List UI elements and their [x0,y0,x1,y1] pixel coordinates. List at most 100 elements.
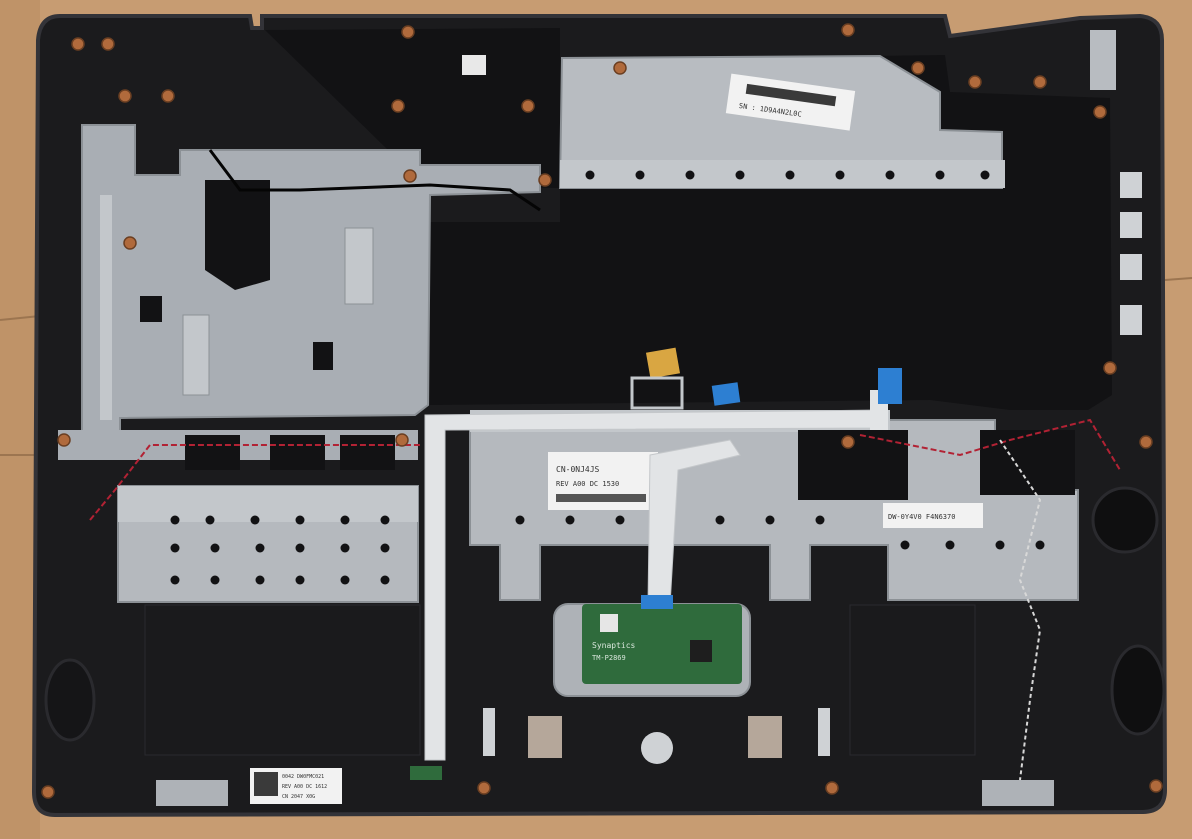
yellow-tape [645,347,681,379]
screw [841,435,855,449]
plate-hole [615,515,625,525]
screw [161,89,175,103]
plate-hole [515,515,525,525]
bottom-tab-right [982,780,1054,806]
screw [613,61,627,75]
screw [123,236,137,250]
plate-hole [735,170,745,180]
blue-connector-1 [711,382,741,406]
top-small-pad [462,55,486,75]
plate-hole [995,540,1005,550]
screw [71,37,85,51]
plate-hole [255,543,265,553]
screw [391,99,405,113]
center-black-block-2 [980,430,1075,495]
plate-hole [835,170,845,180]
plate-hole [885,170,895,180]
plate-hole [210,575,220,585]
screw [101,37,115,51]
touchpad-brand: Synaptics [592,641,636,650]
left-block-5 [340,435,395,470]
plate-hole [685,170,695,180]
touchpad-model: TM-P2869 [592,654,626,662]
screw [118,89,132,103]
screw [477,781,491,795]
touchpad-pcb [582,604,742,684]
left-block-3 [185,435,240,470]
bottom-label-line-2: REV A00 DC 1612 [282,784,327,790]
plate-hole [935,170,945,180]
bottom-round-boss [641,732,673,764]
plate-hole [565,515,575,525]
mount-plate-left [528,716,562,758]
right-palm-panel [849,604,976,756]
left-speaker [44,658,96,742]
screw [395,433,409,447]
plate-hole [815,515,825,525]
touchpad-qr [600,614,618,632]
plate-hole [585,170,595,180]
left-lower-plate-strip [118,486,418,522]
blue-connector-2 [878,368,902,404]
plate-hole [295,515,305,525]
plate-hole [170,543,180,553]
plate-hole [210,543,220,553]
plate-hole [945,540,955,550]
plate-hole [980,170,990,180]
plate-hole [380,575,390,585]
right-port-2 [1120,212,1142,238]
bottom-label-line-1: 0042 DW0FMC021 [282,774,324,780]
screw-group [41,23,1163,799]
right-speaker [1110,644,1166,736]
right-port-1 [1120,172,1142,198]
screw [911,61,925,75]
left-block-1 [140,296,162,322]
bottom-label-line-3: CN 2047 X0G [282,794,315,800]
screw [968,75,982,89]
right-port-4 [1120,305,1142,335]
plate-hole [340,543,350,553]
right-port-3 [1120,254,1142,280]
bottom-tab-left [156,780,228,806]
cardboard-crease-3 [1164,277,1192,281]
plate-hole [900,540,910,550]
plate-hole [205,515,215,525]
left-bracket-1 [344,227,374,305]
bottom-post-left [483,708,495,756]
plate-hole [715,515,725,525]
bottom-label-qr [254,772,278,796]
middle-sticker-line-2: REV A00 DC 1530 [556,480,619,488]
plate-hole [295,543,305,553]
plate-hole [170,515,180,525]
middle-sticker-line-1: CN-0NJ4JS [556,465,600,474]
screw [41,785,55,799]
blue-connector-3 [641,595,673,609]
screw [521,99,535,113]
screw [1149,779,1163,793]
bottom-post-right [818,708,830,756]
screw [403,169,417,183]
left-bracket-2 [182,314,210,396]
screw [841,23,855,37]
plate-hole [340,515,350,525]
screw [825,781,839,795]
plate-hole [635,170,645,180]
left-block-4 [270,435,325,470]
plate-hole [765,515,775,525]
screw [57,433,71,447]
plate-hole [380,515,390,525]
plate-hole [250,515,260,525]
red-wire-right [859,418,1121,471]
left-block-2 [313,342,333,370]
plate-hole [170,575,180,585]
screw [1033,75,1047,89]
hinge-bracket [1090,30,1116,90]
right-sticker [883,503,983,528]
bottom-small-pcb [410,766,442,780]
middle-sticker-barcode [556,494,646,502]
screw [538,173,552,187]
left-plate-slot [100,195,112,420]
left-palm-panel [144,604,421,756]
screw [1139,435,1153,449]
